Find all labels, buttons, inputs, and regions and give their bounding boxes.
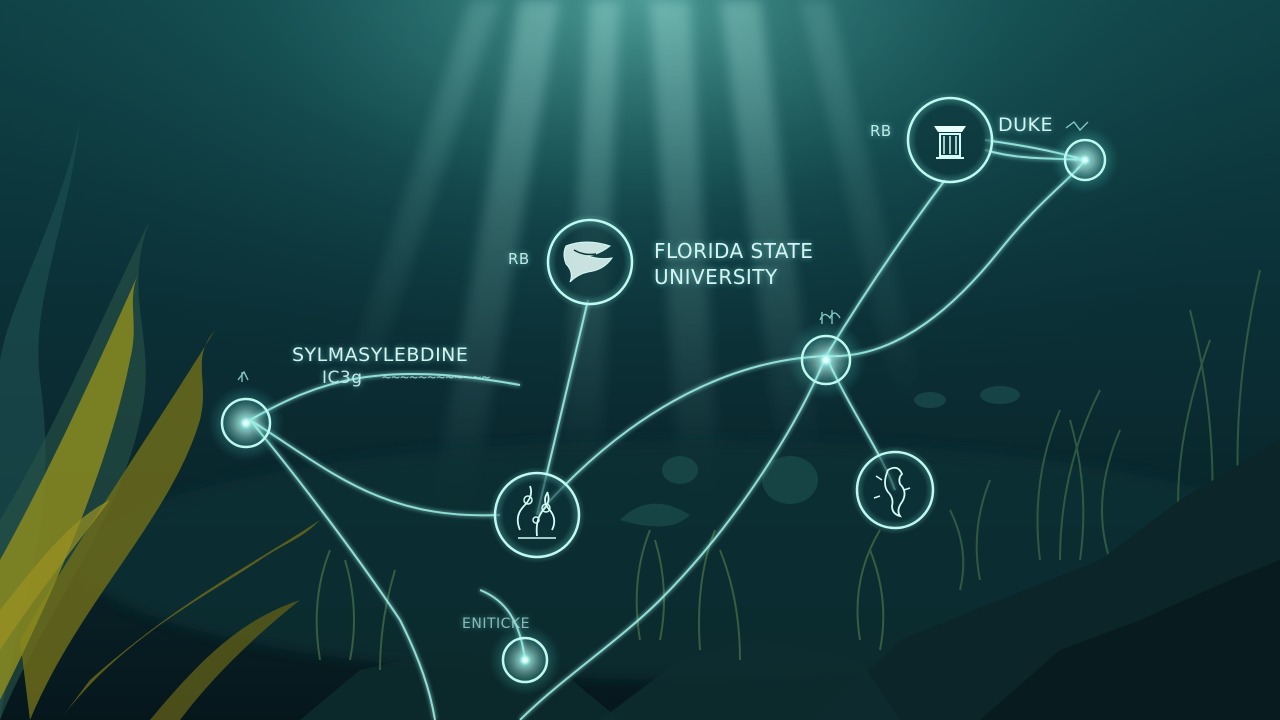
seabed-rocks — [300, 440, 1280, 720]
university-name-line2: UNIVERSITY — [654, 265, 778, 289]
left-scribble-text: ~~~~~~~~~~~~ — [382, 368, 491, 386]
kelp-left — [0, 120, 320, 720]
small-ornaments — [237, 121, 1089, 382]
top-prefix-label: RB — [870, 122, 892, 140]
bird-emblem-icon — [542, 214, 638, 310]
top-node-title: DUKE — [998, 114, 1054, 136]
bottom-node-label: ENITICKE — [462, 616, 530, 632]
center-prefix-label: RB — [508, 250, 530, 268]
left-network-subtitle: IC3g — [322, 368, 363, 388]
background-corals — [620, 386, 1020, 527]
glow-node-left — [208, 385, 284, 461]
seahorse-icon — [851, 446, 939, 534]
glow-node-center — [786, 320, 866, 400]
glow-node-top-right — [1051, 126, 1119, 194]
seaweed-middle — [315, 529, 885, 671]
coral-icon — [489, 467, 585, 563]
university-name-line1: FLORIDA STATE — [654, 239, 814, 263]
glow-node-bottom — [489, 624, 561, 696]
building-emblem-icon — [902, 92, 998, 188]
left-network-title: SYLMASYLEBDINE — [292, 344, 469, 366]
